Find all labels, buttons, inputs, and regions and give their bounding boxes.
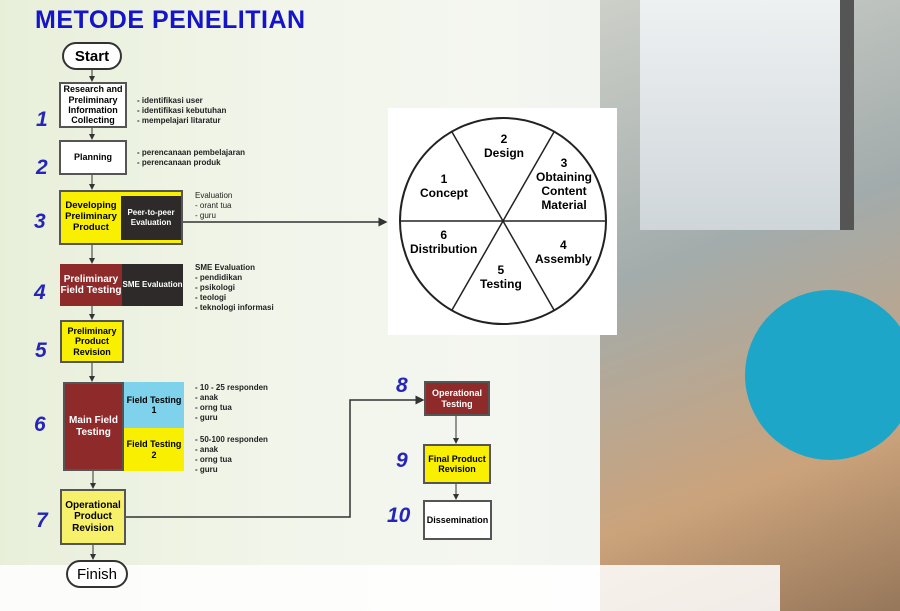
cycle-label: Obtaining Content Material bbox=[536, 170, 592, 212]
cycle-num: 2 bbox=[500, 132, 508, 146]
cycle-num: 1 bbox=[440, 172, 448, 186]
note: - perencanaan produk bbox=[137, 158, 221, 167]
cycle-label: Distribution bbox=[410, 242, 478, 256]
step-number: 7 bbox=[36, 509, 48, 532]
laptop-screen bbox=[640, 0, 854, 230]
step-number: 8 bbox=[396, 374, 408, 397]
cycle-label: Design bbox=[484, 146, 525, 160]
cycle-num: 3 bbox=[560, 156, 568, 170]
step-number: 3 bbox=[34, 210, 46, 233]
note: - anak bbox=[195, 445, 219, 454]
note: - orng tua bbox=[195, 403, 232, 412]
note: SME Evaluation bbox=[195, 263, 256, 272]
field-testing-1: Field Testing 1 bbox=[124, 382, 184, 428]
step-notes: - perencanaan pembelajaran- perencanaan … bbox=[137, 148, 245, 168]
note: - pendidikan bbox=[195, 273, 243, 282]
cycle-num: 6 bbox=[440, 228, 447, 242]
step-operational-revision: Operational Product Revision bbox=[60, 489, 126, 545]
step-notes: - 10 - 25 responden- anak- orng tua- gur… bbox=[195, 383, 268, 423]
peer-evaluation: Peer-to-peer Evaluation bbox=[121, 195, 181, 240]
start-node: Start bbox=[62, 42, 122, 70]
step-preliminary-field: Preliminary Field Testing SME Evaluation bbox=[60, 264, 183, 306]
step-label: Main Field Testing bbox=[63, 382, 124, 471]
mouse-pad bbox=[745, 290, 900, 460]
step-notes: SME Evaluation- pendidikan- psikologi- t… bbox=[195, 263, 274, 313]
step-number: 10 bbox=[387, 504, 411, 527]
step-number: 2 bbox=[36, 156, 48, 179]
step-number: 5 bbox=[35, 339, 47, 362]
step-number: 6 bbox=[34, 413, 46, 436]
note: - perencanaan pembelajaran bbox=[137, 148, 246, 157]
step-main-field: Main Field Testing Field Testing 1 Field… bbox=[63, 382, 184, 471]
step-number: 9 bbox=[396, 449, 408, 472]
note: - guru bbox=[195, 211, 216, 220]
note: - 10 - 25 responden bbox=[195, 383, 268, 392]
step-developing: Developing Preliminary Product Peer-to-p… bbox=[59, 190, 183, 245]
note: - teknologi informasi bbox=[195, 303, 274, 312]
cycle-num: 5 bbox=[497, 263, 505, 277]
step-final-revision: Final Product Revision bbox=[423, 444, 491, 484]
step-notes: - identifikasi user- identifikasi kebutu… bbox=[137, 96, 226, 126]
note: - anak bbox=[195, 393, 219, 402]
step-planning: Planning bbox=[59, 140, 127, 175]
step-dissemination: Dissemination bbox=[423, 500, 492, 540]
cycle-circle bbox=[399, 117, 607, 325]
step-research: Research and Preliminary Information Col… bbox=[59, 82, 127, 128]
note: - identifikasi kebutuhan bbox=[137, 106, 227, 115]
note: - orant tua bbox=[195, 201, 232, 210]
step-label: Developing Preliminary Product bbox=[65, 200, 117, 233]
step-notes: - 50-100 responden- anak- orng tua- guru bbox=[195, 435, 268, 475]
note: - mempelajari litaratur bbox=[137, 116, 221, 125]
note: - guru bbox=[195, 465, 218, 474]
step-notes: Evaluation- orant tua- guru bbox=[195, 191, 232, 221]
note: - orng tua bbox=[195, 455, 232, 464]
page-title: METODE PENELITIAN bbox=[35, 6, 306, 34]
cycle-label: Assembly bbox=[535, 252, 592, 266]
finish-node: Finish bbox=[66, 560, 128, 588]
note: - teologi bbox=[195, 293, 227, 302]
cycle-num: 4 bbox=[560, 238, 567, 252]
step-operational-testing: Operational Testing bbox=[424, 381, 490, 416]
note: - guru bbox=[195, 413, 218, 422]
field-testing-2: Field Testing 2 bbox=[124, 428, 184, 471]
step-number: 1 bbox=[36, 108, 48, 131]
sme-evaluation: SME Evaluation bbox=[122, 264, 183, 306]
cycle-label: Concept bbox=[420, 186, 468, 200]
bottom-band bbox=[0, 565, 780, 611]
cycle-label: Testing bbox=[480, 277, 522, 291]
note: - identifikasi user bbox=[137, 96, 203, 105]
step-label: Preliminary Field Testing bbox=[60, 264, 122, 306]
step-preliminary-revision: Preliminary Product Revision bbox=[60, 320, 124, 363]
step-number: 4 bbox=[34, 281, 46, 304]
note: - psikologi bbox=[195, 283, 235, 292]
note: Evaluation bbox=[195, 191, 233, 200]
note: - 50-100 responden bbox=[195, 435, 268, 444]
